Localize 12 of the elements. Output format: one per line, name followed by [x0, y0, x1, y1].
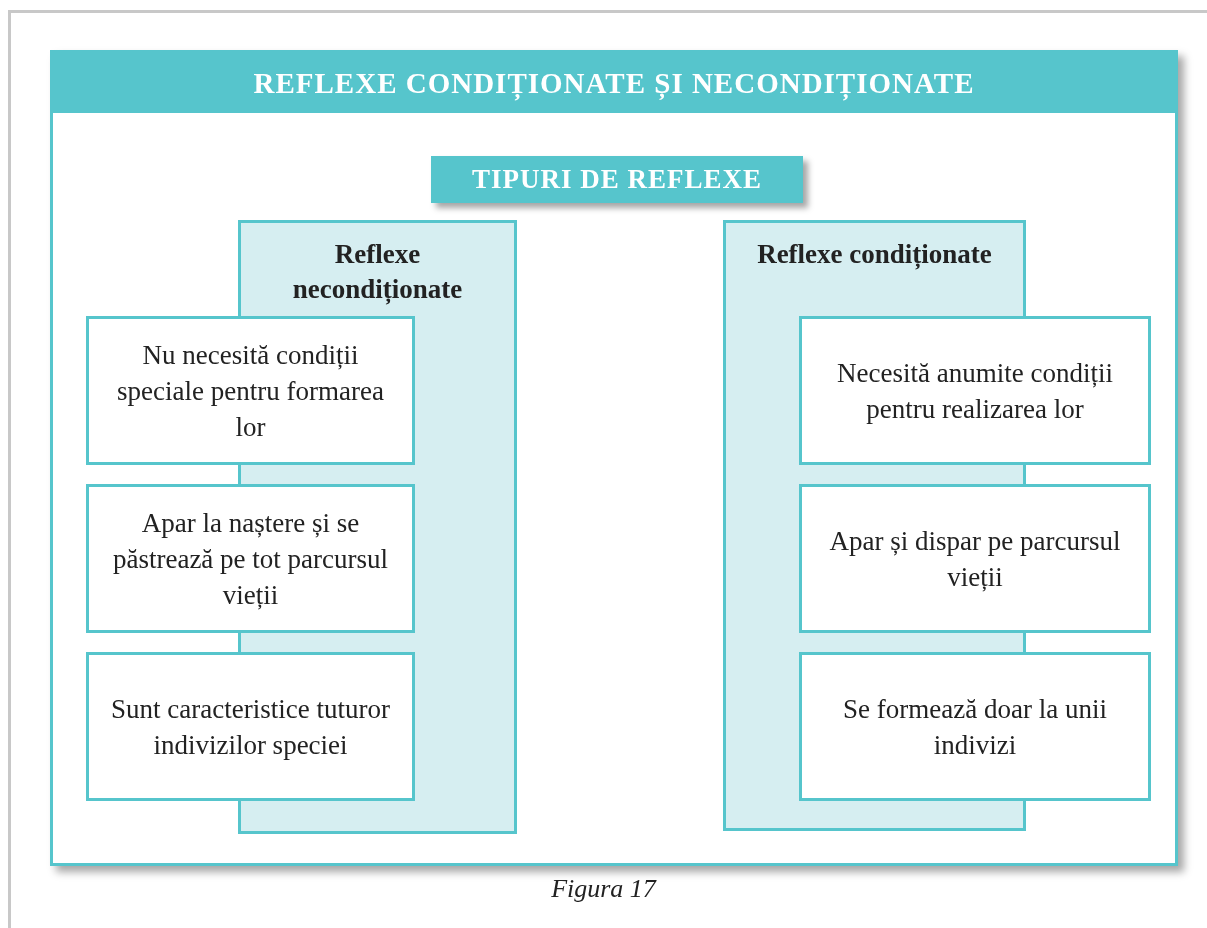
- text-box: Apar și dispar pe parcursul vieții: [799, 484, 1151, 633]
- diagram-frame: [50, 50, 1178, 866]
- section-band: TIPURI DE REFLEXE: [431, 156, 803, 203]
- text-box: Necesită anumite condiții pentru realizarea lor: [799, 316, 1151, 465]
- column-heading: Reflexe condiționate: [756, 238, 993, 272]
- figure-caption: Figura 17: [550, 874, 658, 904]
- column-heading: Reflexe necondiționate: [291, 238, 464, 307]
- text-box: Sunt caracteristice tuturor indivizilor speciei: [86, 652, 415, 801]
- text-box: Se formează doar la unii indivizi: [799, 652, 1151, 801]
- title-band: REFLEXE CONDIȚIONATE ȘI NECONDIȚIONATE: [53, 53, 1175, 113]
- text-box: Nu necesită condiții speciale pentru formarea lor: [86, 316, 415, 465]
- text-box: Apar la naștere și se păstrează pe tot parcursul vieții: [86, 484, 415, 633]
